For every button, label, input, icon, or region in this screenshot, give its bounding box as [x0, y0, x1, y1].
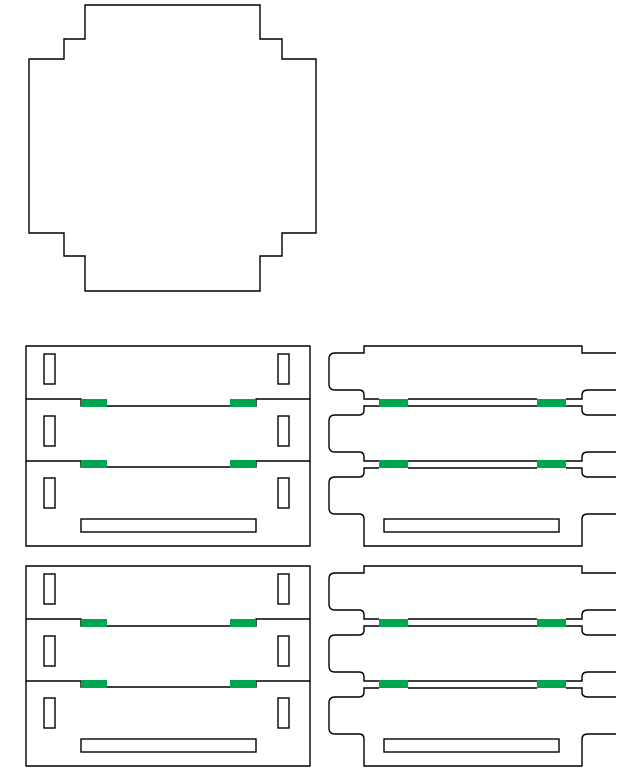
strip-outline: [25, 681, 311, 767]
panel-group-upper-right: [328, 345, 616, 547]
tab-mark: [537, 460, 566, 468]
strip-outline: [328, 687, 616, 767]
tab-mark: [537, 619, 566, 627]
tab-mark: [379, 680, 408, 688]
strip-outline: [25, 461, 311, 547]
slot-left: [43, 415, 56, 447]
tab-mark: [81, 460, 107, 468]
tab-mark: [81, 619, 107, 627]
top-plate-outline: [28, 4, 317, 292]
tab-mark: [230, 399, 256, 407]
strip-outline: [328, 625, 616, 682]
strip-outline: [328, 405, 616, 462]
tab-mark: [379, 619, 408, 627]
slot-right: [277, 353, 290, 385]
panel-group-lower-right: [328, 565, 616, 767]
bottom-slot: [383, 738, 560, 753]
tab-mark: [230, 619, 256, 627]
slot-left: [43, 477, 56, 509]
slot-left: [43, 573, 56, 605]
slot-left: [43, 635, 56, 667]
strip-outline: [25, 619, 311, 688]
tab-mark: [81, 680, 107, 688]
tab-mark: [379, 460, 408, 468]
slot-left: [43, 697, 56, 729]
tab-mark: [379, 399, 408, 407]
strip-outline: [328, 467, 616, 547]
bottom-slot: [383, 518, 560, 533]
slot-left: [43, 353, 56, 385]
panel-group-lower-left: [25, 565, 311, 767]
strip-outline: [328, 345, 616, 400]
slot-right: [277, 635, 290, 667]
bottom-slot: [80, 738, 257, 753]
strip-outline: [25, 565, 311, 627]
strip-outline: [25, 399, 311, 468]
slot-right: [277, 477, 290, 509]
panel-group-upper-left: [25, 345, 311, 547]
strip-outline: [25, 345, 311, 407]
tab-mark: [81, 399, 107, 407]
strip-outline: [328, 565, 616, 620]
bottom-slot: [80, 518, 257, 533]
tab-mark: [537, 399, 566, 407]
tab-mark: [230, 680, 256, 688]
slot-right: [277, 415, 290, 447]
tab-mark: [230, 460, 256, 468]
slot-right: [277, 573, 290, 605]
slot-right: [277, 697, 290, 729]
tab-mark: [537, 680, 566, 688]
